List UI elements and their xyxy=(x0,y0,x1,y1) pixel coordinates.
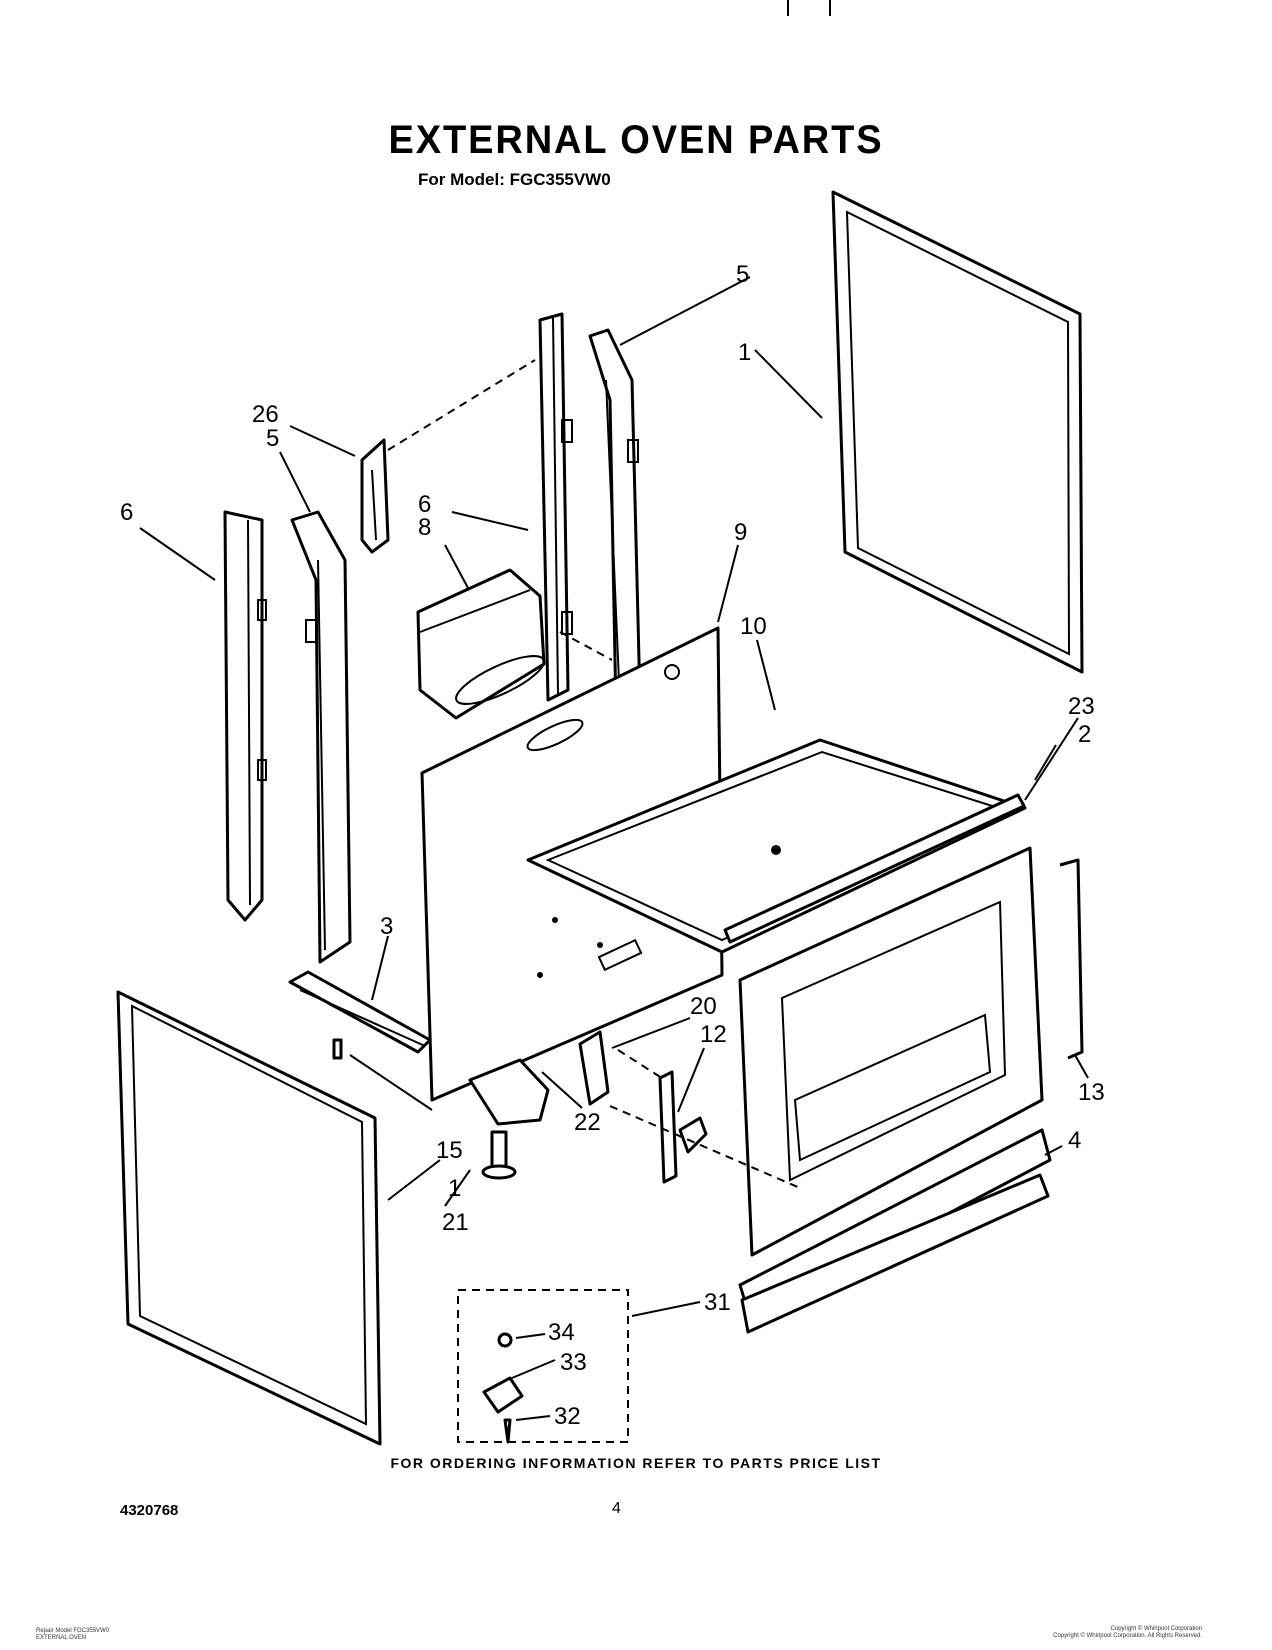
callout-12: 12 xyxy=(700,1021,727,1048)
callout-31: 31 xyxy=(704,1289,731,1316)
document-number: 4320768 xyxy=(120,1502,179,1519)
model-subtitle: For Model: FGC355VW0 xyxy=(418,170,611,189)
callout-34: 34 xyxy=(548,1319,575,1346)
callout-2: 2 xyxy=(1078,721,1091,748)
callout-26: 26 xyxy=(252,401,279,428)
page-title: EXTERNAL OVEN PARTS xyxy=(388,118,884,162)
part-bracket-left xyxy=(290,510,352,964)
part-3-rail xyxy=(288,970,432,1054)
part-side-trim-left xyxy=(223,510,267,922)
callout-6-left: 6 xyxy=(120,499,133,526)
part-8-vent-duct xyxy=(416,568,546,720)
callout-1-upper: 1 xyxy=(738,339,751,366)
leader-lines xyxy=(139,276,1089,1421)
callout-9: 9 xyxy=(734,519,747,546)
small-print-left: Repair Model FGC355VW0 EXTERNAL OVEN xyxy=(36,1628,109,1642)
part-4-bottom-trim xyxy=(738,1128,1052,1334)
callout-10: 10 xyxy=(740,613,767,640)
callout-3: 3 xyxy=(380,913,393,940)
callout-33: 33 xyxy=(560,1349,587,1376)
callout-15: 15 xyxy=(436,1137,463,1164)
callout-1-lower: 1 xyxy=(448,1175,461,1202)
part-2-front-frame xyxy=(738,846,1044,1257)
part-side-panel-upper xyxy=(831,190,1084,674)
small-print-right-line: Copyright © Whirlpool Corporation. All R… xyxy=(1053,1633,1202,1639)
small-print-right-line: Copyright © Whirlpool Corporation xyxy=(1110,1626,1202,1632)
page-number: 4 xyxy=(612,1500,621,1517)
callout-32: 32 xyxy=(554,1403,581,1430)
callout-20: 20 xyxy=(690,993,717,1020)
part-21-leveling-leg xyxy=(481,1130,517,1180)
small-print-right: Copyright © Whirlpool Corporation Copyri… xyxy=(1053,1626,1202,1640)
small-print-left-line: EXTERNAL OVEN xyxy=(36,1635,87,1641)
callout-5-upper: 5 xyxy=(736,261,749,288)
kit-31-box xyxy=(457,1289,629,1444)
small-print-left-line: Repair Model FGC355VW0 xyxy=(36,1628,110,1634)
part-bracket-right xyxy=(588,328,642,714)
part-22-foot-bracket xyxy=(468,1058,550,1126)
part-side-panel-lower xyxy=(116,990,382,1446)
part-12-hinge-arm xyxy=(658,1070,708,1184)
callout-6-middle: 6 xyxy=(418,491,431,518)
ordering-info-footer: FOR ORDERING INFORMATION REFER TO PARTS … xyxy=(390,1455,882,1471)
part-13-gasket xyxy=(1059,858,1084,1060)
callout-4: 4 xyxy=(1068,1127,1081,1154)
callout-5-left: 5 xyxy=(266,425,279,452)
part-15-screw xyxy=(332,1038,343,1060)
callout-8: 8 xyxy=(418,514,431,541)
callout-23: 23 xyxy=(1068,693,1095,720)
part-26-bracket xyxy=(360,438,390,554)
callout-22: 22 xyxy=(574,1109,601,1136)
callout-21: 21 xyxy=(442,1209,469,1236)
part-23-strip xyxy=(723,793,1026,944)
callout-13: 13 xyxy=(1078,1079,1105,1106)
part-side-trim-right xyxy=(538,312,573,702)
part-20-hinge-plate xyxy=(578,1030,610,1106)
